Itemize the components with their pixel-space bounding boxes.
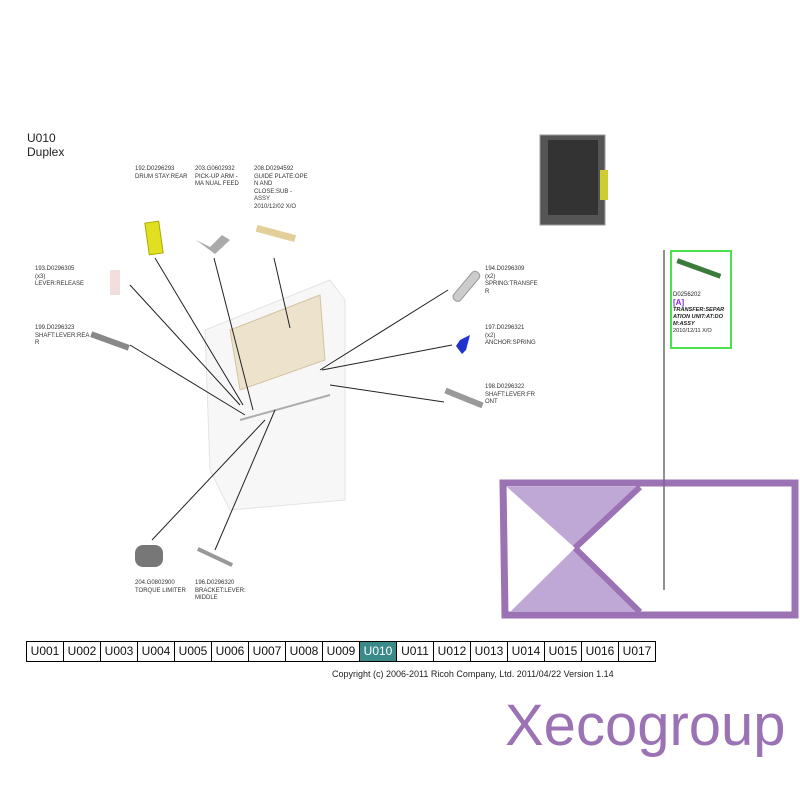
part-ref: 194.D0296309 — [485, 266, 525, 272]
part-name: SPRING:TRANSFE R — [485, 281, 538, 295]
tab-u011[interactable]: U011 — [397, 642, 434, 661]
part-name: BRACKET:LEVER: MIDDLE — [195, 587, 246, 602]
tab-u010[interactable]: U010 — [360, 642, 397, 661]
shaft-lever-rear-image — [90, 331, 130, 351]
part-ref: 196.D0296320 — [195, 580, 235, 586]
tab-u006[interactable]: U006 — [212, 642, 249, 661]
tab-u004[interactable]: U004 — [138, 642, 175, 661]
part-ref: 208.D0294592 — [254, 166, 294, 172]
part-label[interactable]: 194.D0296309(x2)SPRING:TRANSFE R — [485, 266, 540, 296]
torque-limiter-image — [135, 545, 163, 567]
tab-u008[interactable]: U008 — [286, 642, 323, 661]
assembly-name: TRANSFER:SEPAR ATION UNIT:AT:DO M:ASSY — [673, 307, 725, 327]
part-name: TORQUE LIMITER — [135, 587, 186, 594]
tab-u001[interactable]: U001 — [27, 642, 64, 661]
shaft-lever-front-image — [444, 387, 484, 409]
anchor-spring-image — [456, 335, 470, 354]
part-name: GUIDE PLATE:OPE N AND CLOSE:SUB -ASSY — [254, 173, 308, 203]
watermark-text: Xecogroup — [505, 693, 786, 758]
tab-u012[interactable]: U012 — [434, 642, 471, 661]
part-qty: (x2) — [485, 273, 496, 280]
tab-u015[interactable]: U015 — [545, 642, 582, 661]
guide-plate-image — [255, 224, 297, 243]
part-ref: 192.D0296293 — [135, 166, 175, 172]
assembly-tag: [A] — [673, 298, 685, 307]
part-name: PICK-UP ARM - MA NUAL FEED — [195, 173, 239, 188]
tab-u005[interactable]: U005 — [175, 642, 212, 661]
copyright: Copyright (c) 2006-2011 Ricoh Company, L… — [332, 669, 614, 679]
tab-u003[interactable]: U003 — [101, 642, 138, 661]
part-ref: 193.D0296305 — [35, 266, 75, 272]
xecogroup-watermark-logo: Xecogroup — [499, 479, 799, 758]
part-note: 2010/12/02 X/O — [254, 203, 297, 210]
tab-u017[interactable]: U017 — [622, 644, 652, 658]
tab-u016[interactable]: U016 — [582, 642, 619, 661]
tab-u013[interactable]: U013 — [471, 642, 508, 661]
page-title: U010 Duplex — [27, 131, 64, 159]
part-qty: (x2) — [485, 332, 496, 339]
drum-stay-rear-image — [144, 220, 164, 256]
part-label[interactable]: 193.D0296305(x3)LEVER:RELEASE — [35, 266, 87, 289]
tab-u002[interactable]: U002 — [64, 642, 101, 661]
transfer-unit-image — [676, 258, 722, 279]
assembly-ref: D0256202 — [673, 292, 701, 298]
part-label[interactable]: 197.D0296321(x2)ANCHOR:SPRING — [485, 325, 543, 348]
page-name: Duplex — [27, 145, 65, 159]
lever-release-image — [110, 270, 120, 295]
part-name: SHAFT:LEVER:REA R — [35, 332, 90, 347]
bracket-lever-middle-image — [196, 547, 234, 567]
page-code: U010 — [27, 131, 56, 145]
duplex-unit — [204, 279, 346, 511]
part-qty: (x3) — [35, 273, 46, 280]
pick-up-arm-image — [196, 235, 230, 254]
part-ref: 203.G0602932 — [195, 166, 235, 172]
part-ref: 199.D0296323 — [35, 325, 75, 331]
machine-thumbnail — [539, 134, 608, 226]
assembly-note: 2010/12/11 X/O — [673, 328, 712, 334]
part-name: ANCHOR:SPRING — [485, 340, 536, 346]
part-ref: 198.D0296322 — [485, 384, 525, 390]
leader-lines — [129, 257, 453, 551]
part-ref: 197.D0296321 — [485, 325, 525, 331]
part-name: DRUM STAY:REAR — [135, 173, 188, 180]
assembly-highlight-box[interactable]: D0256202 [A] TRANSFER:SEPAR ATION UNIT:A… — [670, 250, 732, 349]
tab-u014[interactable]: U014 — [508, 642, 545, 661]
spring-transfer-image — [452, 270, 481, 302]
part-name: LEVER:RELEASE — [35, 281, 85, 287]
tab-u009[interactable]: U009 — [323, 642, 360, 661]
tab-u007[interactable]: U007 — [249, 642, 286, 661]
part-ref: 204.G0802900 — [135, 580, 175, 586]
part-name: SHAFT:LEVER:FR ONT — [485, 391, 536, 406]
